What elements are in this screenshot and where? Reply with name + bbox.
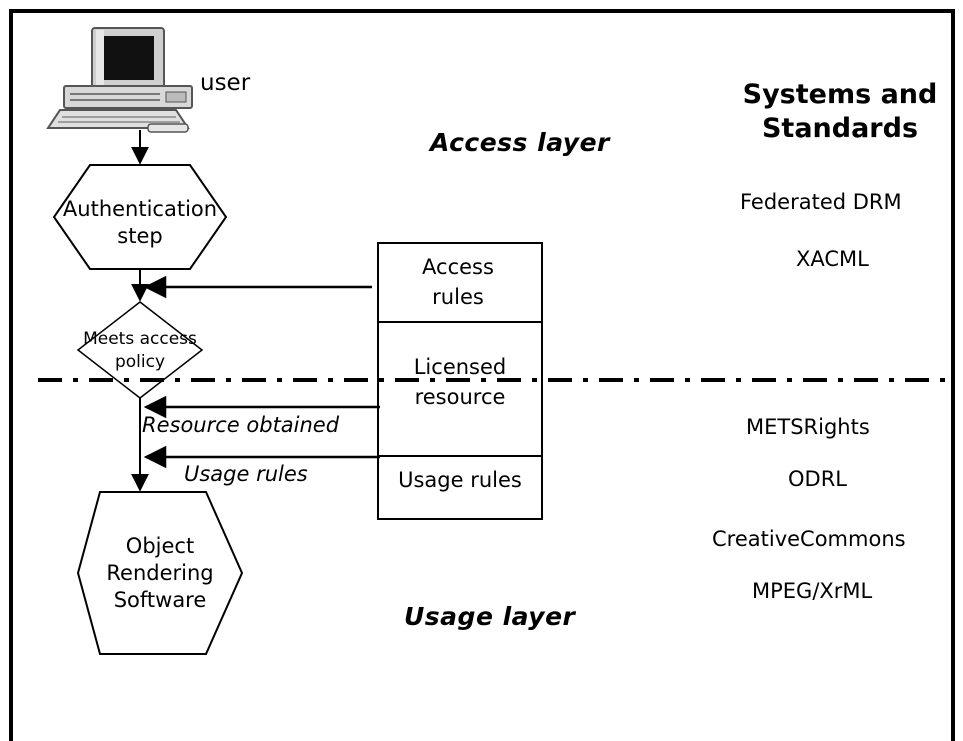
standard-xacml: XACML — [796, 247, 869, 271]
computer-icon — [46, 27, 193, 133]
decision-line-1: Meets access — [83, 329, 197, 349]
rendering-label: Object Rendering Software — [90, 533, 230, 614]
resource-obtained-label: Resource obtained — [142, 413, 340, 437]
access-policy-label: Meets access policy — [60, 328, 220, 374]
heading-line-1: Systems and — [742, 79, 938, 110]
rendering-line-3: Software — [113, 588, 207, 612]
access-layer-label: Access layer — [430, 128, 610, 157]
rendering-line-1: Object — [125, 534, 195, 558]
authentication-label: Authentication step — [50, 196, 230, 250]
standard-creativecommons: CreativeCommons — [712, 527, 906, 551]
rendering-line-2: Rendering — [106, 561, 214, 585]
standard-federated-drm: Federated DRM — [740, 190, 902, 214]
authentication-hexagon — [52, 164, 228, 270]
licensed-line-1: Licensed — [413, 355, 507, 379]
usage-rules-cell: Usage rules — [398, 468, 522, 492]
standard-odrl: ODRL — [788, 467, 847, 491]
licensed-line-2: resource — [414, 385, 506, 409]
licensed-resource-cell: Licensed resource — [378, 352, 542, 412]
decision-line-2: policy — [114, 352, 166, 372]
slide-border — [9, 9, 955, 741]
usage-layer-label: Usage layer — [404, 602, 576, 631]
user-label: user — [200, 70, 251, 96]
authentication-line-1: Authentication — [62, 197, 218, 221]
authentication-line-2: step — [117, 224, 163, 248]
heading-line-2: Standards — [761, 113, 919, 144]
access-rules-line-1: Access — [422, 255, 494, 279]
access-policy-diamond — [76, 301, 204, 399]
rendering-hexagon — [76, 491, 244, 655]
standard-mpeg-xrml: MPEG/XrML — [752, 579, 873, 603]
access-rules-line-2: rules — [432, 285, 484, 309]
standard-metsrights: METSRights — [746, 415, 870, 439]
access-rules-cell: Access rules — [378, 252, 538, 312]
systems-standards-heading: Systems and Standards — [726, 78, 954, 146]
usage-rules-flow-label: Usage rules — [184, 462, 308, 486]
